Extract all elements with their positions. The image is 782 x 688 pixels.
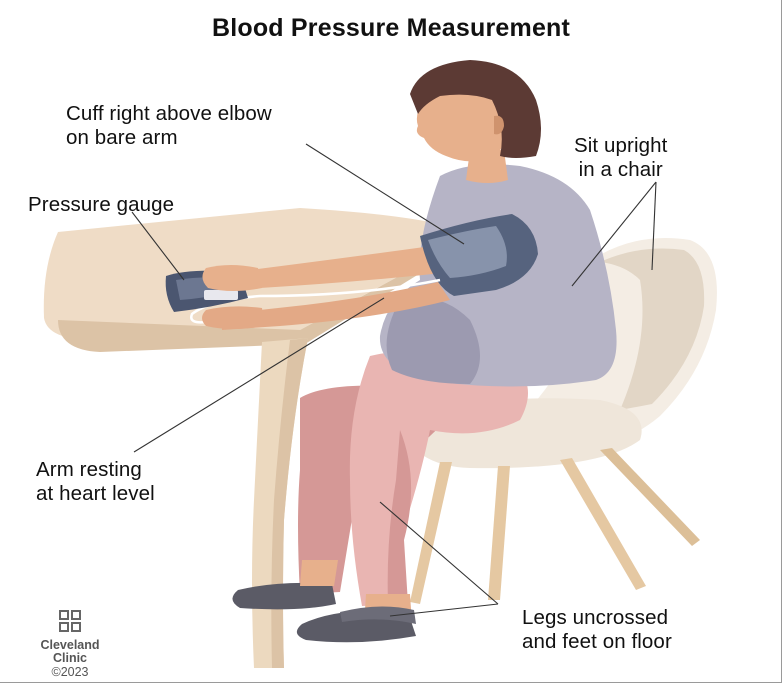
hand-top (202, 265, 262, 291)
logo-copyright: ©2023 (20, 665, 120, 680)
back-foot (232, 583, 336, 609)
chair-leg-4 (600, 448, 700, 546)
cleveland-clinic-mark-icon (59, 610, 81, 632)
pressure-gauge-button (204, 290, 238, 300)
logo-line-2: Clinic (20, 652, 120, 665)
cleveland-clinic-logo: Cleveland Clinic ©2023 (20, 610, 120, 680)
hand-bottom (202, 306, 264, 329)
label-arm-resting: Arm resting at heart level (36, 458, 155, 506)
diagram-title: Blood Pressure Measurement (0, 14, 782, 43)
label-sit-upright: Sit upright in a chair (574, 134, 667, 182)
label-pressure-gauge: Pressure gauge (28, 193, 174, 217)
back-ankle (300, 560, 338, 586)
chair-leg-2 (488, 466, 510, 600)
label-cuff: Cuff right above elbow on bare arm (66, 102, 272, 150)
label-legs-uncrossed: Legs uncrossed and feet on floor (522, 606, 672, 654)
